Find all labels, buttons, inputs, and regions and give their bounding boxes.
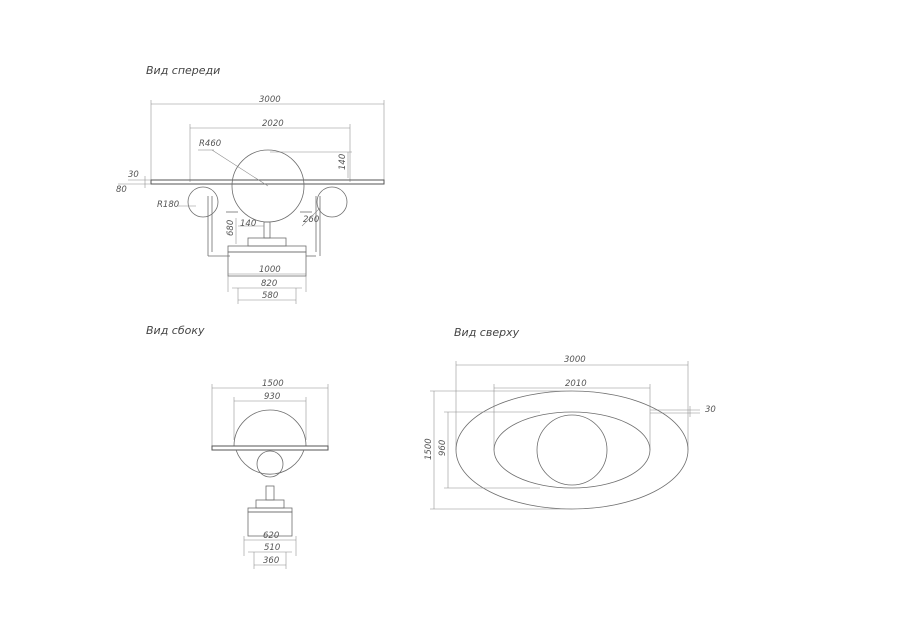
top-view: Вид сверху 3000 2010 30 1500	[424, 326, 716, 510]
top-dim-960: 960	[438, 411, 540, 489]
front-base-dims: 1000 820 580	[227, 265, 307, 304]
side-plate	[211, 445, 329, 451]
dim-overall-width: 3000	[150, 95, 385, 184]
dim-label-30-front: 30	[128, 170, 139, 180]
top-view-title: Вид сверху	[454, 326, 520, 339]
side-small-sphere	[256, 450, 284, 478]
side-sphere-top	[233, 409, 307, 447]
dim-label-680: 680	[226, 220, 236, 236]
dim-label-360: 360	[263, 556, 279, 566]
dim-label-1500-side: 1500	[262, 379, 284, 389]
dim-label-820: 820	[261, 279, 277, 289]
dim-label-3000-top: 3000	[564, 355, 586, 365]
dim-label-r180: R180	[157, 200, 179, 210]
dim-label-1000: 1000	[259, 265, 281, 275]
front-brackets	[207, 196, 321, 257]
dim-label-620: 620	[263, 531, 279, 541]
top-dim-2010: 2010	[493, 379, 651, 450]
top-outer-ellipse	[455, 390, 689, 510]
dim-label-960: 960	[438, 440, 448, 456]
dim-label-30-top: 30	[705, 405, 716, 415]
front-view-title: Вид спереди	[146, 64, 220, 77]
dim-label-3000: 3000	[259, 95, 281, 105]
dim-label-r460: R460	[199, 139, 221, 149]
side-stem	[265, 485, 275, 501]
dim-height-140: 140	[270, 151, 352, 178]
front-stem	[263, 221, 271, 239]
front-top-plate	[150, 179, 385, 185]
side-dim-930: 930	[233, 392, 307, 440]
front-right-small-sphere	[316, 186, 348, 218]
dim-label-140-stem: 140	[240, 219, 256, 229]
top-sphere	[536, 414, 608, 486]
dim-plate-left: 30 80	[116, 170, 151, 195]
dim-inner-width: 2020	[189, 119, 351, 182]
top-inner-ellipse	[493, 411, 651, 489]
dim-label-140: 140	[338, 154, 348, 170]
dim-label-1500-top: 1500	[424, 438, 434, 460]
front-base	[227, 237, 307, 277]
dim-label-510: 510	[264, 543, 280, 553]
dim-label-580: 580	[262, 291, 278, 301]
front-view: Вид спереди 3000 2020 140 R460	[116, 64, 385, 304]
dim-label-260: 260	[303, 215, 319, 225]
dim-label-2020: 2020	[262, 119, 284, 129]
top-dim-3000: 3000	[455, 355, 689, 450]
top-dim-30: 30	[650, 405, 716, 417]
side-dim-1500: 1500	[211, 379, 329, 448]
side-base	[247, 499, 293, 537]
dim-label-930: 930	[264, 392, 280, 402]
top-dim-1500: 1500	[424, 390, 572, 510]
side-view: Вид сбоку 1500 930	[146, 324, 329, 569]
front-left-small-sphere	[187, 186, 219, 218]
side-view-title: Вид сбоку	[146, 324, 205, 337]
dim-label-2010: 2010	[565, 379, 587, 389]
dim-label-80-front: 80	[116, 185, 127, 195]
side-sphere-bottom	[235, 449, 305, 475]
side-base-dims: 620 510 360	[243, 531, 297, 569]
